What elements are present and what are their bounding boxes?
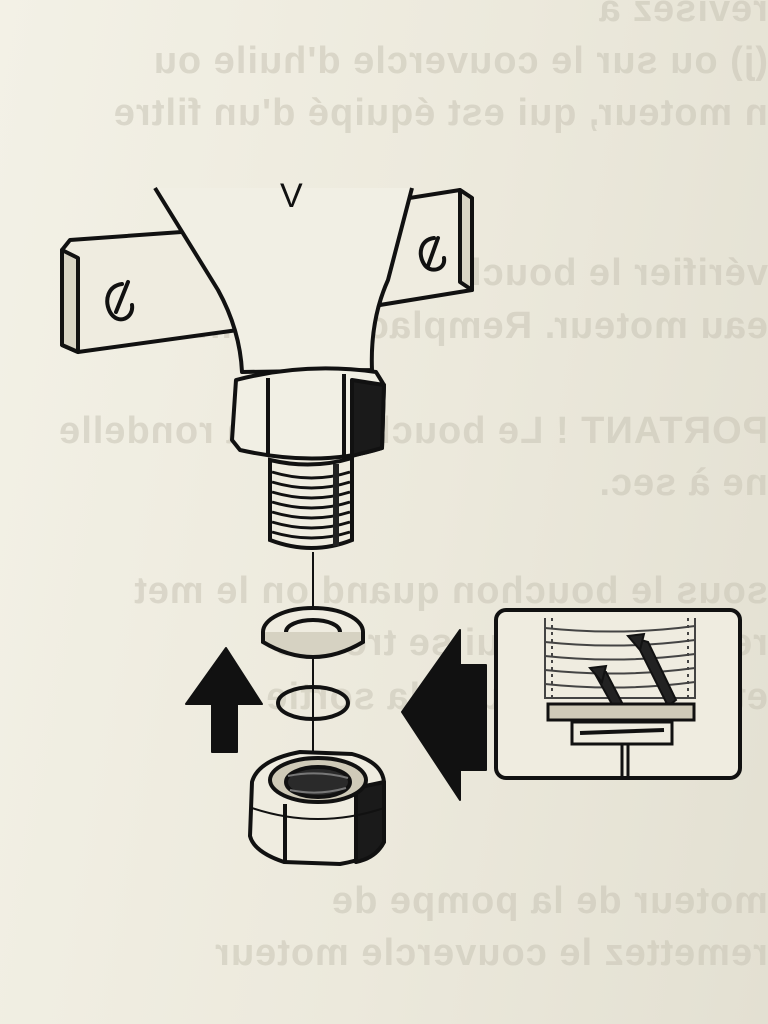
left-arrow-icon [401,629,487,801]
threaded-plug [268,455,354,550]
inset-detail [494,608,742,780]
sump-flange [60,186,474,374]
inset-plug-base [546,702,696,776]
bolt-hole-icon [105,236,447,322]
o-ring [276,685,350,721]
up-arrow-icon [185,647,263,753]
hex-nut [248,750,386,866]
hex-boss [230,366,386,461]
sealing-washer [261,606,365,659]
flange-mark: V [280,177,303,215]
